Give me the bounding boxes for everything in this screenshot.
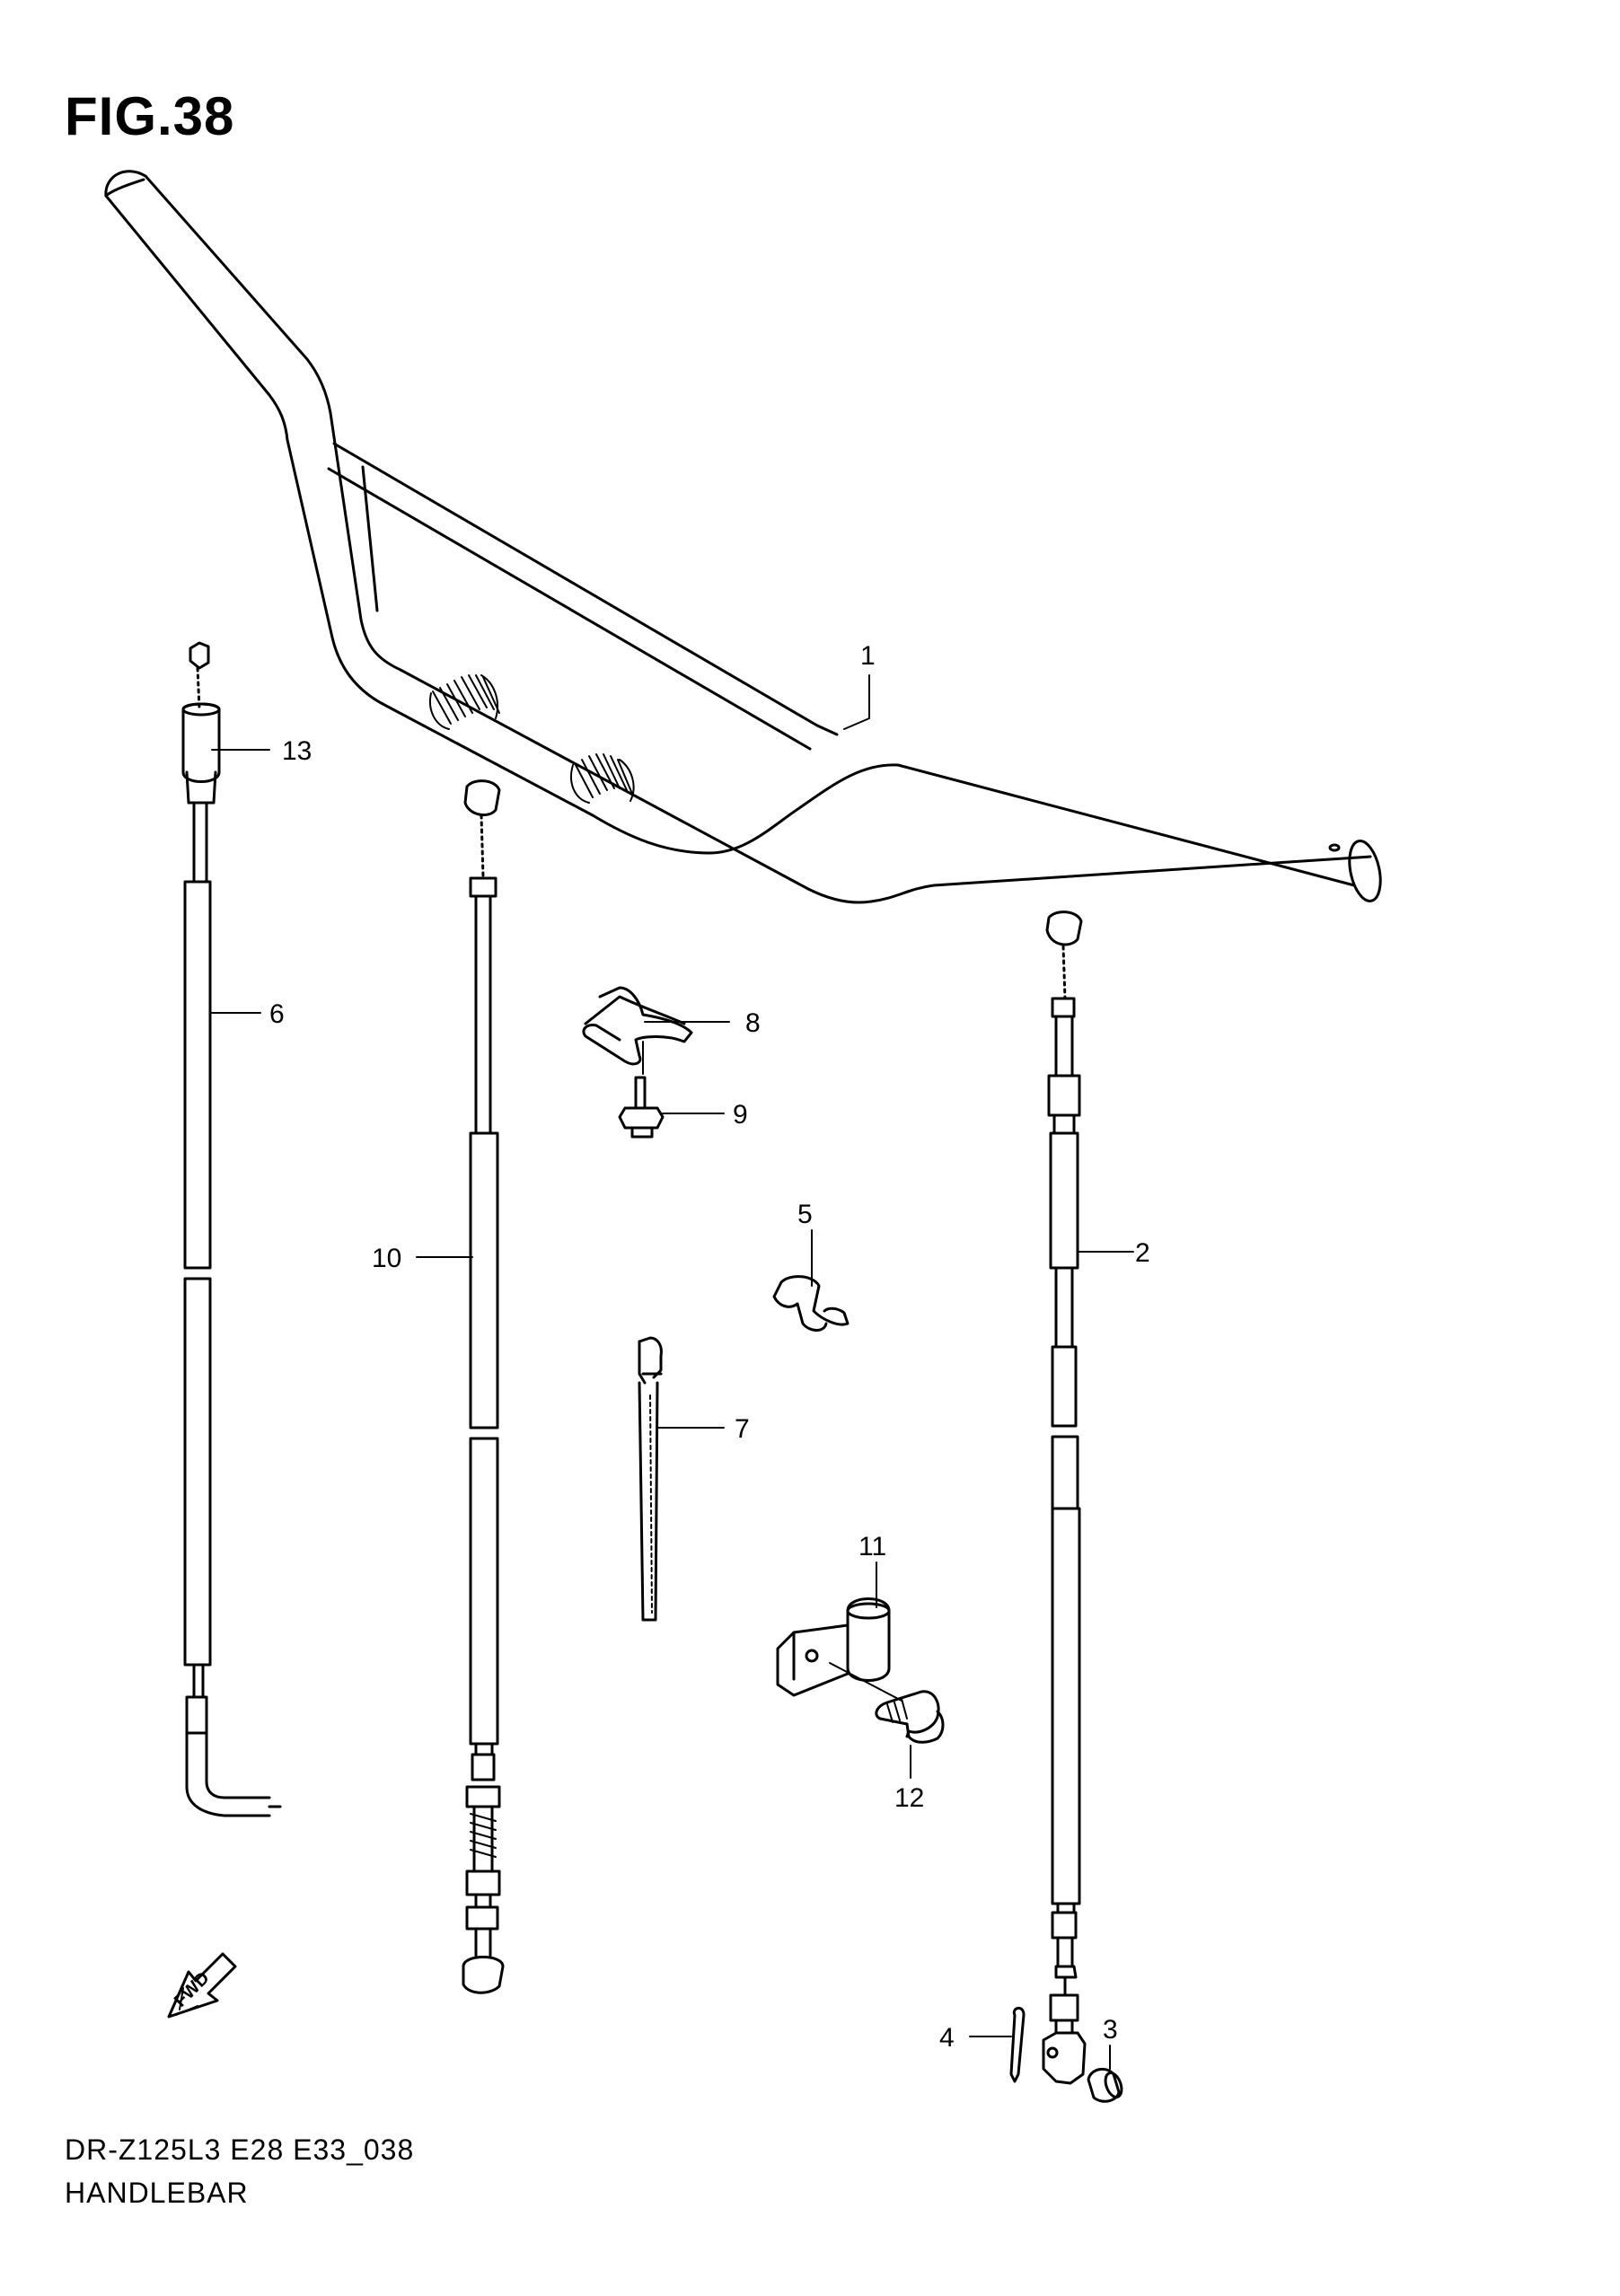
- callout-4: 4: [939, 2023, 955, 2053]
- model-code: DR-Z125L3 E28 E33_038: [65, 2133, 415, 2166]
- callout-9: 9: [733, 1100, 748, 1130]
- figure-footer: DR-Z125L3 E28 E33_038 HANDLEBAR: [65, 2128, 414, 2214]
- callout-1: 1: [860, 641, 876, 671]
- leader-lines: [211, 674, 1134, 2070]
- throttle-cable-part: [181, 641, 282, 1817]
- callout-5: 5: [797, 1200, 813, 1229]
- bolt-part-12: [875, 1690, 945, 1744]
- callout-7: 7: [735, 1414, 750, 1444]
- figure-name: HANDLEBAR: [65, 2177, 249, 2209]
- knurl-left: [429, 674, 500, 730]
- pin-part-3: [1087, 2067, 1123, 2103]
- clip-part-5: [772, 1275, 850, 1332]
- figure-title: FIG.38: [65, 86, 235, 146]
- callout-12: 12: [894, 1783, 924, 1813]
- callout-labels: 1 13 6 10 8 9 5 2 7 11 12 4 3: [269, 641, 1150, 2053]
- callout-2: 2: [1135, 1238, 1150, 1268]
- callout-6: 6: [269, 999, 285, 1029]
- bolt-part-9: [618, 1076, 665, 1139]
- callout-3: 3: [1103, 2015, 1118, 2045]
- clamp-part: [582, 986, 693, 1066]
- callout-11: 11: [858, 1532, 886, 1561]
- handlebar-part: [104, 170, 1382, 904]
- brake-cable-part: [462, 779, 505, 1994]
- callout-10: 10: [372, 1244, 401, 1273]
- callout-8: 8: [745, 1008, 761, 1038]
- clutch-cable-part: [1042, 910, 1087, 2085]
- cable-tie-part-7: [638, 1336, 663, 1622]
- fwd-arrow-icon: FWD: [167, 1952, 237, 2019]
- knurl-right: [570, 753, 635, 804]
- cotter-pin-part-4: [1009, 2007, 1026, 2083]
- callout-13: 13: [282, 736, 312, 766]
- bracket-part-11: [776, 1597, 891, 1697]
